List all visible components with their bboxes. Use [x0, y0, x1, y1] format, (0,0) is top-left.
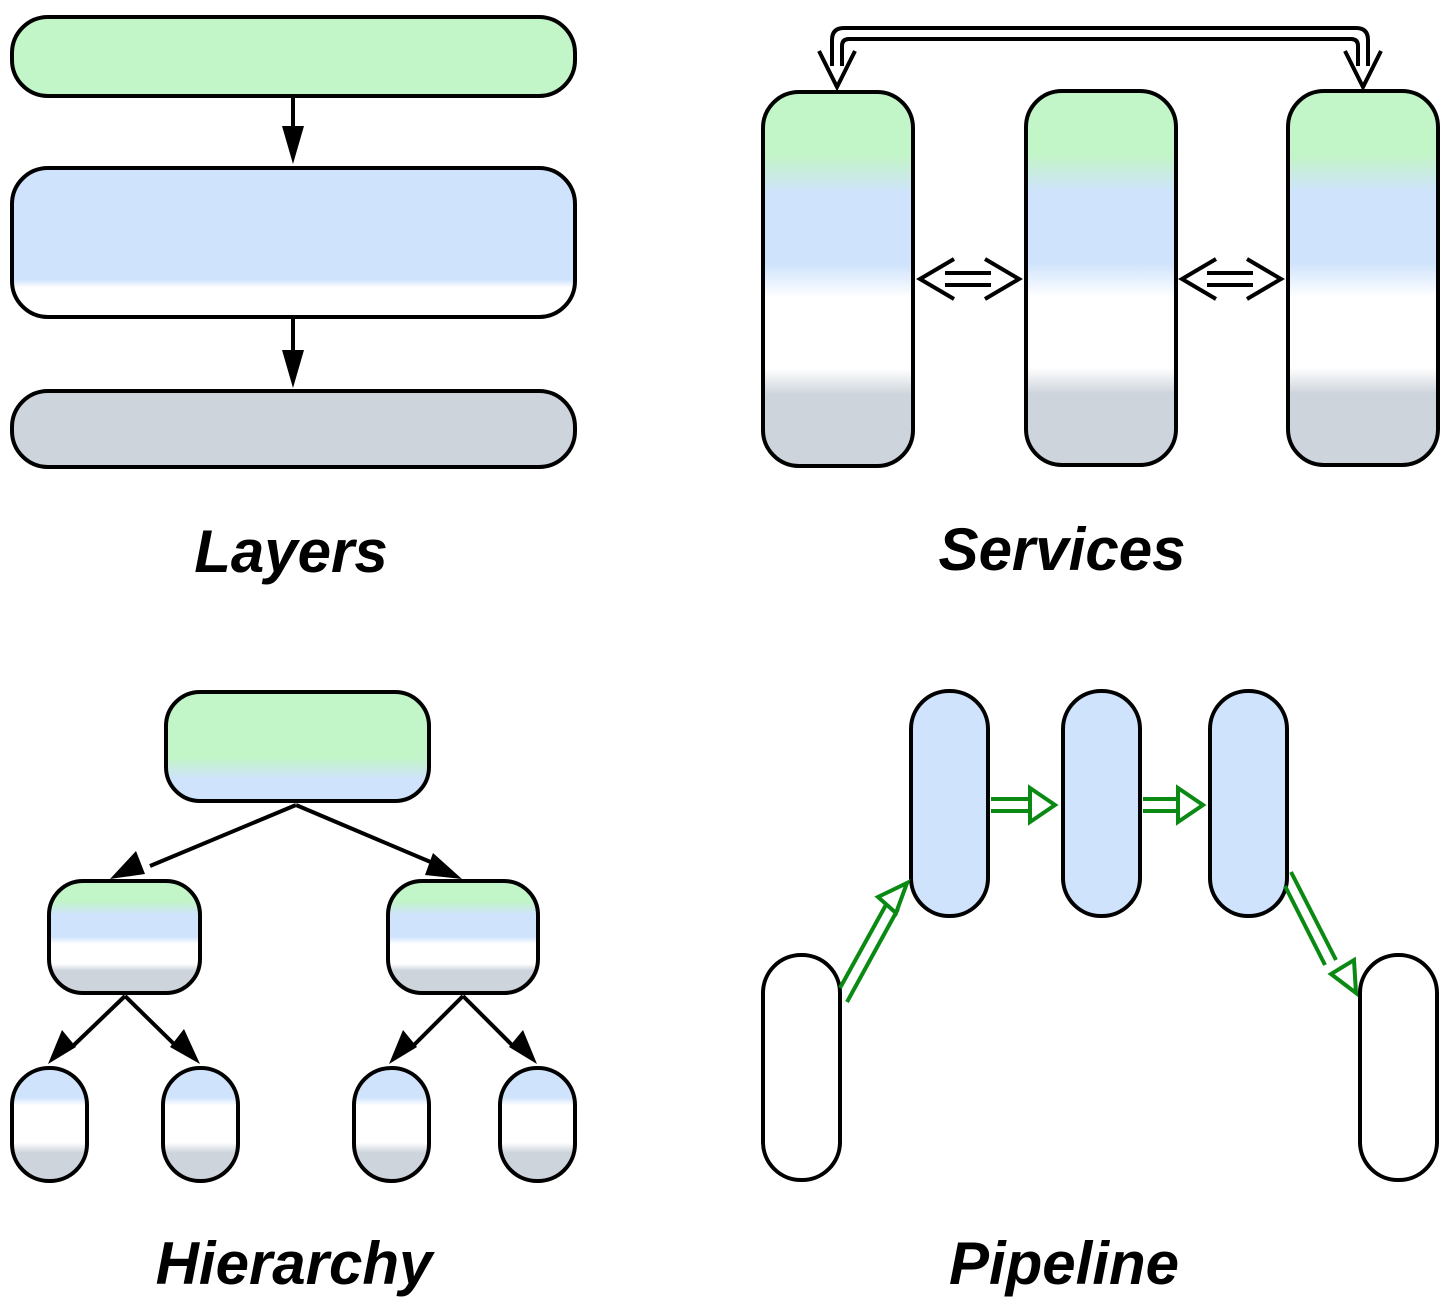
panel-label-services: Services	[939, 516, 1186, 583]
pipeline-stage	[1061, 689, 1142, 918]
panel-label-hierarchy: Hierarchy	[156, 1230, 435, 1297]
panel-pipeline: Pipeline	[761, 689, 1439, 1297]
pipeline-output	[1358, 953, 1439, 1182]
panel-hierarchy: Hierarchy	[10, 690, 577, 1297]
bidirectional-arrow-service-1-to-2	[916, 257, 1023, 301]
hierarchy-leaf	[352, 1066, 431, 1183]
arrow-child-left-to-leaf-1	[48, 994, 127, 1064]
hierarchy-edges	[48, 803, 537, 1064]
hierarchy-leaf	[498, 1066, 577, 1183]
service-node	[1286, 89, 1440, 467]
pipeline-stage	[909, 689, 990, 918]
layer-middle	[10, 166, 577, 319]
hierarchy-leaf	[10, 1066, 89, 1183]
arrow-root-to-child-right	[295, 803, 462, 879]
service-node	[761, 90, 915, 468]
hierarchy-child-right	[386, 879, 540, 995]
arrow-stage-2-to-stage-3	[1143, 784, 1207, 826]
pipeline-edges	[838, 784, 1359, 1003]
arrow-input-to-stage-1	[838, 879, 911, 1003]
bidirectional-arrow-service-2-to-3	[1178, 257, 1285, 301]
hierarchy-leaf	[161, 1066, 240, 1183]
layer-top	[10, 15, 577, 98]
arrow-stage-1-to-stage-2	[991, 784, 1059, 826]
bidirectional-arrow-service-1-to-3	[817, 26, 1383, 92]
pipeline-input	[761, 953, 842, 1182]
arrow-child-left-to-leaf-2	[123, 994, 200, 1064]
hierarchy-child-left	[47, 879, 202, 995]
panel-layers: Layers	[10, 15, 577, 585]
panel-label-pipeline: Pipeline	[949, 1230, 1179, 1297]
pipeline-stage	[1208, 689, 1289, 918]
arrow-child-right-to-leaf-3	[389, 994, 465, 1064]
hierarchy-root	[164, 690, 431, 803]
panel-label-layers: Layers	[194, 518, 387, 585]
arrow-child-right-to-leaf-4	[461, 994, 537, 1064]
arrow-root-to-child-left	[110, 803, 297, 879]
arrow-stage-3-to-output	[1283, 871, 1359, 998]
arrow-layer-top-to-middle	[282, 97, 304, 164]
service-node	[1024, 89, 1178, 467]
layer-bottom	[10, 389, 577, 469]
panel-services: Services	[761, 26, 1440, 583]
arrow-layer-middle-to-bottom	[282, 318, 304, 388]
